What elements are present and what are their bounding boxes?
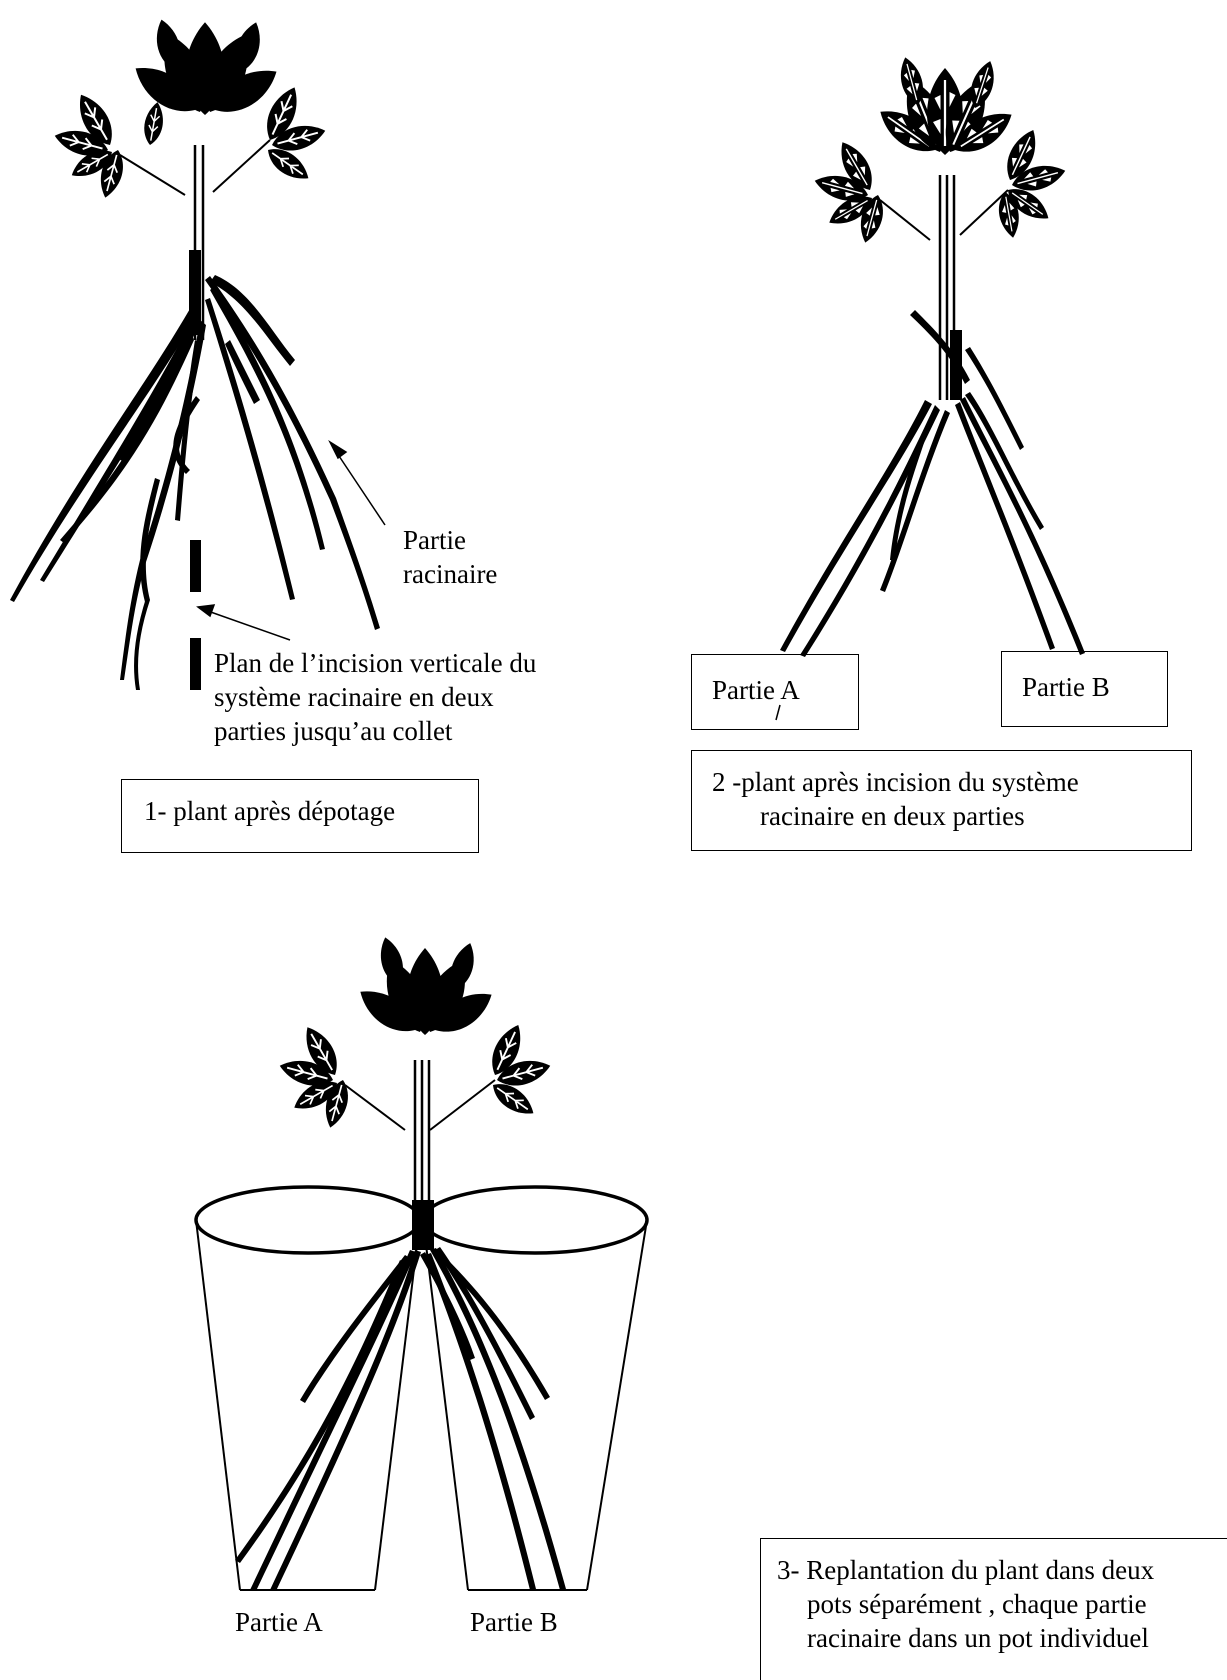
- part-b-label: Partie B: [1022, 670, 1167, 704]
- part-a-box: Partie A: [691, 654, 859, 730]
- incision-plane-label-line: Plan de l’incision verticale du: [214, 646, 536, 680]
- root-part-label-line: racinaire: [403, 557, 497, 591]
- figure-2-caption-box: 2 -plant après incision du système racin…: [691, 750, 1192, 851]
- plant-3-roots: [235, 1247, 566, 1591]
- plant-1-incision-marks: [190, 540, 201, 690]
- figure-3-caption-box: 3- Replantation du plant dans deux pots …: [760, 1538, 1227, 1680]
- plant-3-crown-leaves: [352, 935, 498, 1042]
- pot-b-drawing: [423, 1187, 647, 1590]
- plant-1-crown-leaves: [127, 17, 284, 123]
- part-b-box: Partie B: [1001, 651, 1168, 727]
- plant-3-right-leaves: [430, 1020, 553, 1130]
- pot-a-label: Partie A: [235, 1605, 323, 1639]
- plant-2-left-leaves: [812, 137, 930, 246]
- figure-3-caption-line: racinaire dans un pot individuel: [777, 1621, 1227, 1655]
- pot-b-label: Partie B: [470, 1605, 558, 1639]
- incision-plane-label: Plan de l’incision verticale du système …: [214, 646, 536, 748]
- plant-2-crown-leaves: [872, 55, 1018, 162]
- figure-1-caption: 1- plant après dépotage: [144, 794, 478, 828]
- figure-2-caption-line: racinaire en deux parties: [712, 799, 1191, 833]
- plant-1-pointer-arrows: [198, 442, 385, 640]
- figure-3-caption-line: pots séparément , chaque partie: [777, 1587, 1227, 1621]
- plant-3-stem: [412, 1060, 434, 1250]
- figure-1-caption-box: 1- plant après dépotage: [121, 779, 479, 853]
- incision-plane-label-line: système racinaire en deux: [214, 680, 536, 714]
- root-part-label: Partie racinaire: [403, 523, 497, 591]
- plant-1-drawing: [10, 17, 385, 690]
- root-part-label-line: Partie: [403, 523, 497, 557]
- incision-plane-label-line: parties jusqu’au collet: [214, 714, 536, 748]
- plant-3-left-leaves: [277, 1022, 405, 1131]
- plant-3-drawing: [196, 935, 647, 1591]
- part-a-label: Partie A: [712, 673, 858, 707]
- figure-2-caption-line: 2 -plant après incision du système: [712, 765, 1191, 799]
- figure-3-caption-line: 3- Replantation du plant dans deux: [777, 1553, 1227, 1587]
- plant-2-drawing: [776, 55, 1085, 720]
